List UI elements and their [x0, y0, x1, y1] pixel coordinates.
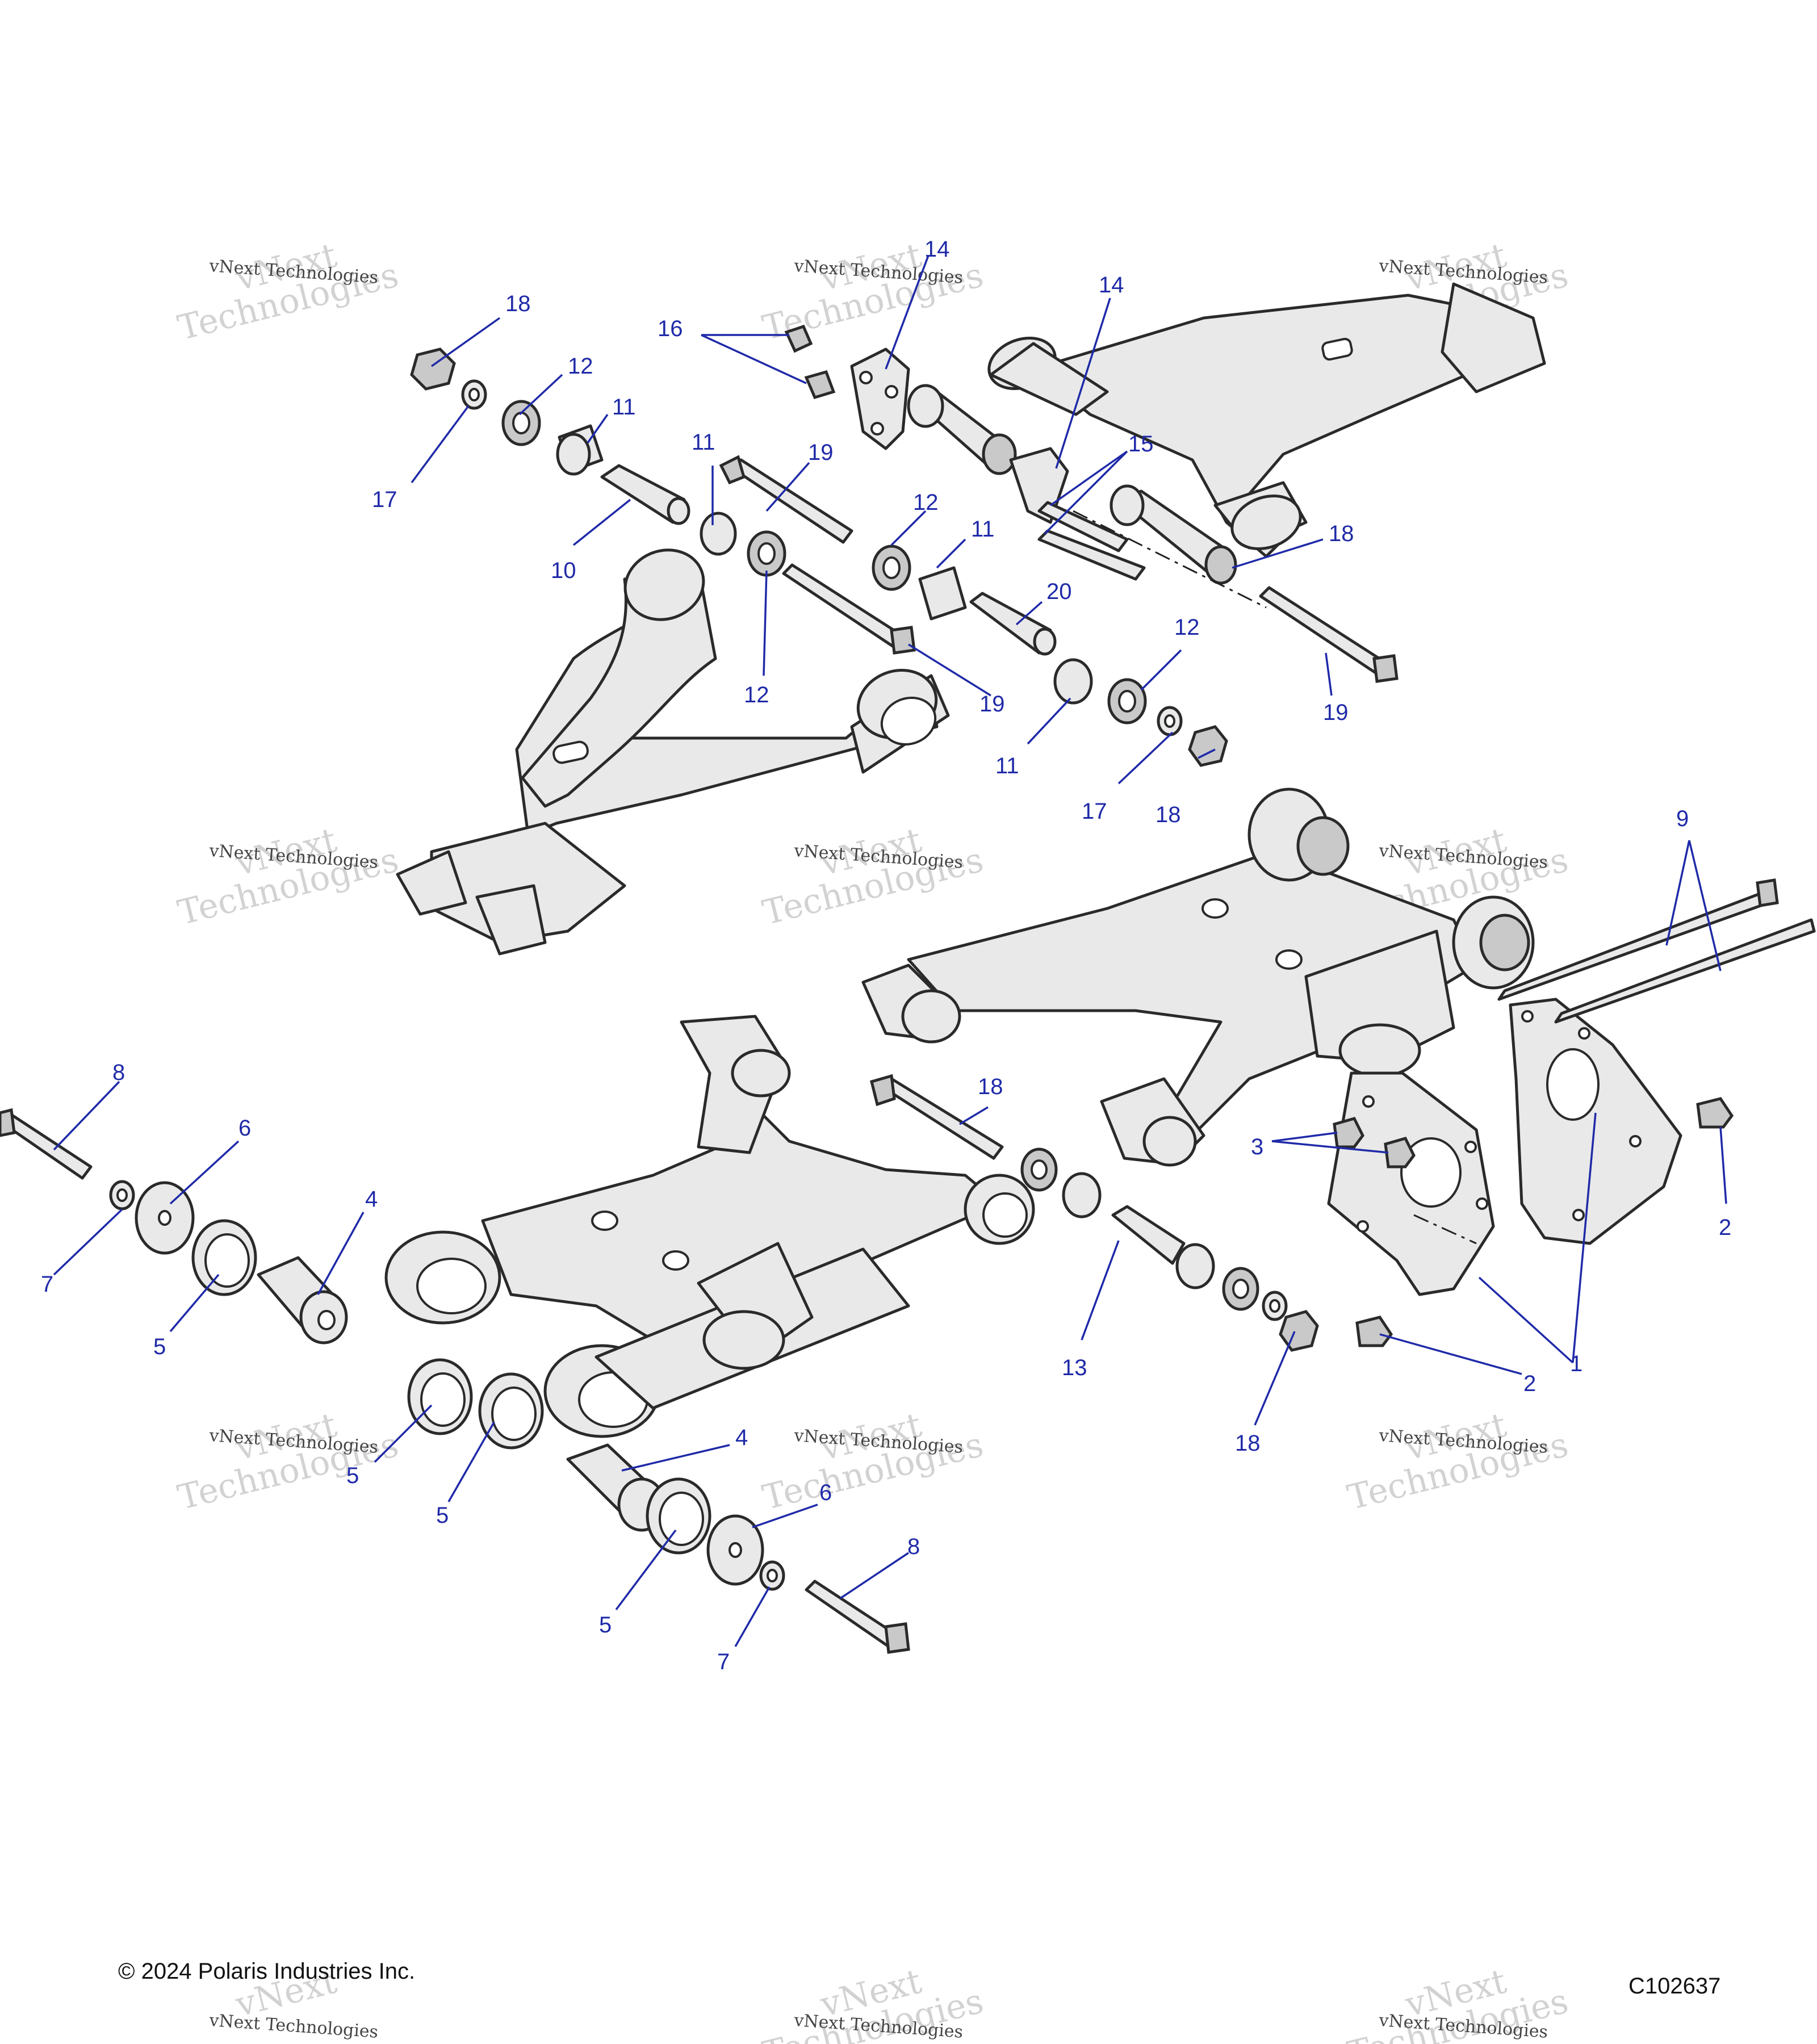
copyright-notice: © 2024 Polaris Industries Inc. [118, 1959, 416, 1984]
callout-8: 8 [907, 1534, 920, 1559]
callout-8: 8 [112, 1060, 125, 1085]
callout-2: 2 [1719, 1215, 1731, 1240]
leader-lines [53, 255, 1727, 1647]
callout-14: 14 [1099, 273, 1124, 298]
callout-13: 13 [1062, 1355, 1087, 1380]
callout-5: 5 [153, 1334, 166, 1359]
callout-18: 18 [1155, 802, 1181, 827]
callout-14: 14 [924, 237, 950, 262]
callout-6: 6 [819, 1480, 832, 1505]
callout-1: 1 [1570, 1351, 1582, 1376]
callout-7: 7 [41, 1272, 53, 1297]
callout-2: 2 [1523, 1371, 1536, 1396]
callout-11: 11 [995, 753, 1019, 778]
figure-id: C102637 [1628, 1974, 1721, 1999]
callout-11: 11 [612, 395, 636, 420]
callout-18: 18 [505, 291, 531, 316]
callout-6: 6 [238, 1116, 251, 1141]
callout-19: 19 [808, 440, 834, 465]
callout-12: 12 [913, 490, 939, 515]
watermark-text: vNext Technologies [208, 2011, 379, 2042]
callout-12: 12 [568, 354, 593, 379]
callout-18: 18 [1235, 1431, 1261, 1456]
callout-20: 20 [1046, 579, 1072, 604]
callout-10: 10 [551, 558, 576, 583]
callout-18: 18 [1329, 521, 1354, 546]
callout-5: 5 [599, 1612, 612, 1637]
callout-11: 11 [692, 430, 715, 455]
callout-11: 11 [971, 517, 995, 542]
callout-3: 3 [1251, 1134, 1263, 1159]
callout-12: 12 [1174, 615, 1200, 640]
lower-left-hardware [0, 1108, 910, 1654]
upper-hardware [410, 324, 1399, 767]
callout-5: 5 [346, 1463, 359, 1488]
callout-5: 5 [436, 1503, 449, 1528]
callout-19: 18 [978, 1074, 1003, 1099]
callout-17: 17 [372, 487, 397, 512]
upper-a-arm-right [987, 282, 1546, 558]
callout-16: 16 [658, 316, 683, 341]
callout-9: 9 [1676, 806, 1689, 831]
callout-19: 19 [1323, 700, 1349, 725]
lower-arm-right [861, 788, 1535, 1167]
callout-4: 4 [365, 1187, 378, 1212]
callout-17: 17 [1082, 799, 1107, 824]
callout-labels: 18 17 12 11 10 11 19 12 12 11 20 19 11 1… [41, 237, 1731, 1674]
callout-15: 15 [1128, 432, 1154, 456]
callout-12: 12 [744, 682, 769, 707]
callout-19: 19 [979, 692, 1005, 717]
lower-arm-left [384, 1015, 1035, 1438]
upper-a-arm-left [396, 548, 950, 956]
callout-7: 7 [717, 1649, 730, 1674]
callout-4: 4 [735, 1425, 748, 1450]
